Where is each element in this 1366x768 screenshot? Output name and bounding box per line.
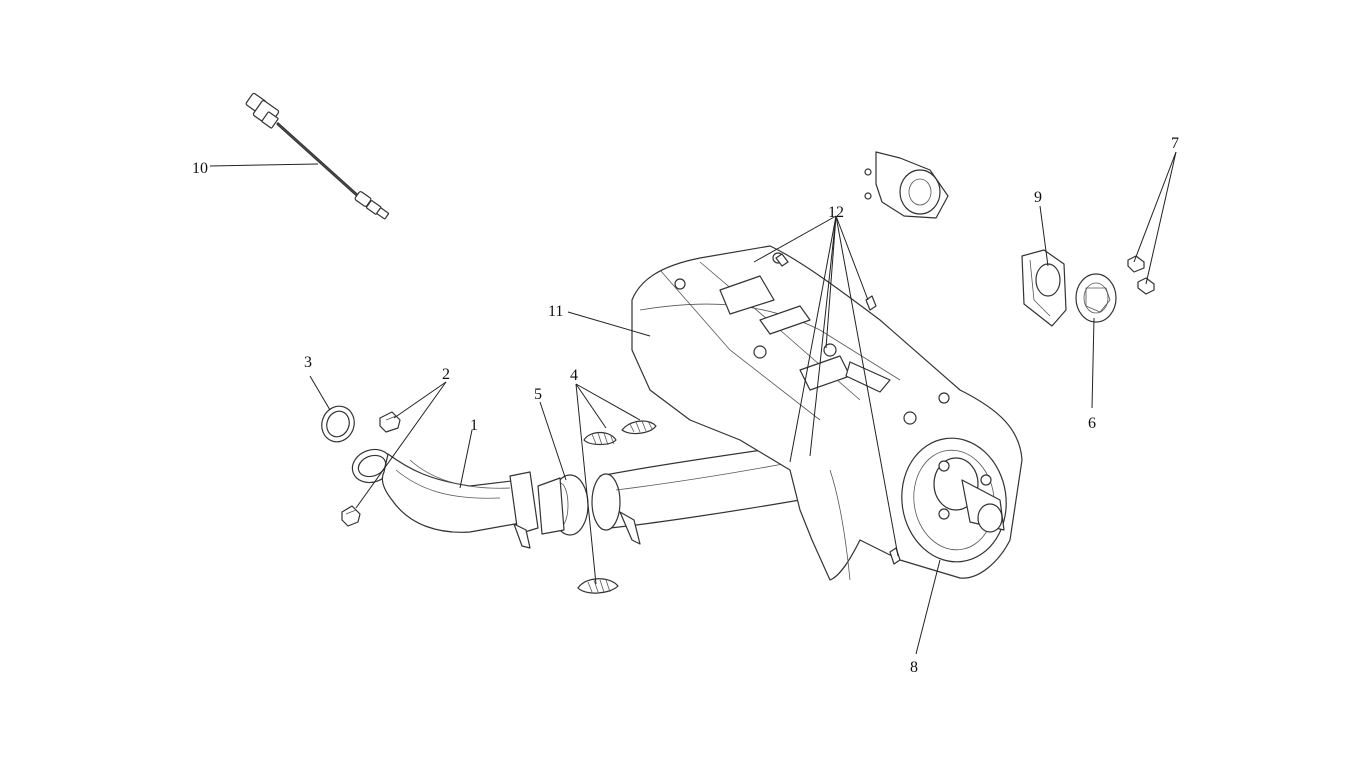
joint-sleeve-part [537, 474, 589, 536]
callout-2: 2 [442, 366, 450, 383]
callout-5: 5 [534, 386, 542, 403]
callout-7: 7 [1171, 135, 1179, 152]
callout-9: 9 [1034, 189, 1042, 206]
callout-11: 11 [548, 303, 563, 320]
callout-1: 1 [470, 417, 478, 434]
callout-8: 8 [910, 659, 918, 676]
oxygen-sensor-part [245, 92, 390, 220]
stud-part [775, 253, 901, 565]
gasket-ring-part [321, 405, 355, 443]
mounting-bracket-part [1021, 249, 1067, 327]
front-exhaust-pipe-part [351, 448, 539, 549]
callout-12: 12 [828, 204, 844, 221]
leader-lines [209, 151, 1177, 655]
callout-4: 4 [570, 367, 578, 384]
mid-pipe-part [591, 445, 801, 545]
callout-10: 10 [192, 160, 208, 177]
silencer-end-cap-part [901, 437, 1007, 563]
callout-6: 6 [1088, 415, 1096, 432]
hanger-bracket-part [864, 151, 949, 219]
rubber-mount-part [1075, 273, 1117, 323]
spring-part [577, 420, 657, 594]
callout-3: 3 [304, 354, 312, 371]
bolt-part [1127, 255, 1155, 295]
